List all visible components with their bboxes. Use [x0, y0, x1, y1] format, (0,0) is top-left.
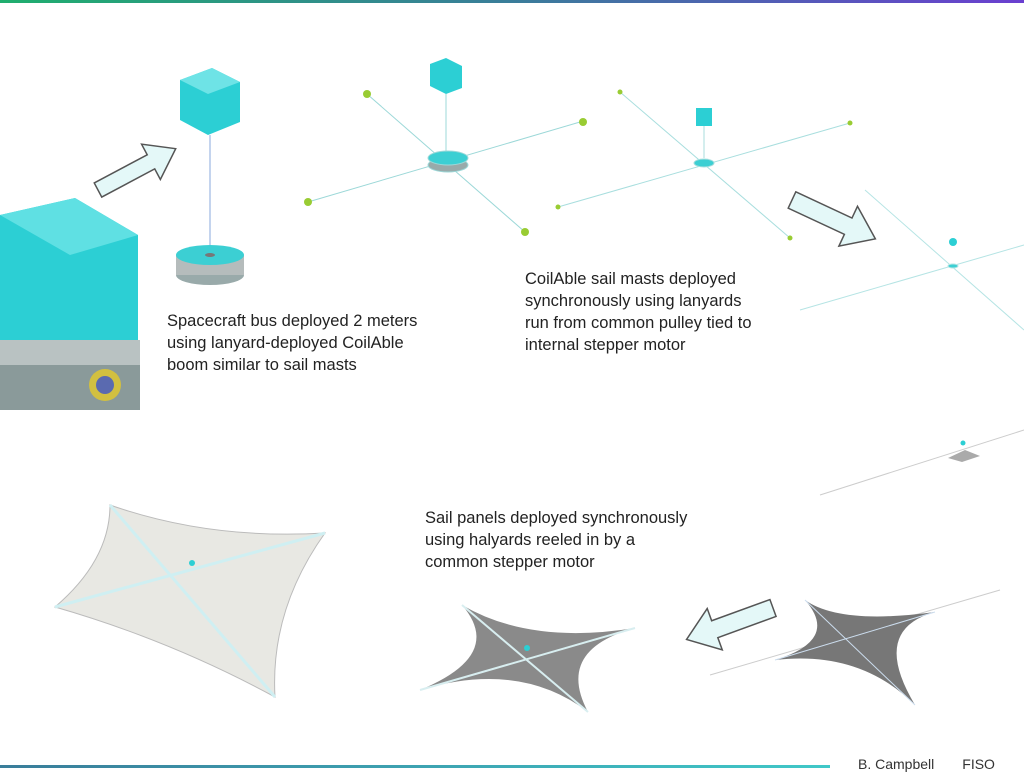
- masts-stage-3: [799, 189, 1024, 331]
- masts-stage-2: [555, 89, 853, 241]
- masts-stage-1: [304, 58, 587, 236]
- footer-author: B. Campbell: [858, 756, 935, 772]
- top-accent-bar: [0, 0, 1024, 3]
- arrow-3: [685, 598, 778, 652]
- sail-stage-partial: [709, 589, 1001, 706]
- spacecraft-bus-deployed: [176, 68, 244, 285]
- sail-stage-mid: [419, 604, 636, 713]
- sail-stage-small: [819, 429, 1024, 496]
- bottom-accent-bar: [0, 765, 830, 768]
- caption-sail-panel-deployment: Sail panels deployed synchronously using…: [425, 509, 688, 571]
- arrow-2: [787, 190, 877, 248]
- footer-org: FISO: [962, 756, 995, 772]
- footer: B. Campbell FISO: [858, 756, 1023, 772]
- arrow-1: [93, 143, 177, 199]
- sail-fully-deployed: [53, 504, 327, 698]
- caption-bus-deployment: Spacecraft bus deployed 2 meters using l…: [167, 312, 418, 374]
- spacecraft-bus-stowed: [0, 198, 140, 410]
- caption-mast-deployment: CoilAble sail masts deployed synchronous…: [525, 270, 752, 354]
